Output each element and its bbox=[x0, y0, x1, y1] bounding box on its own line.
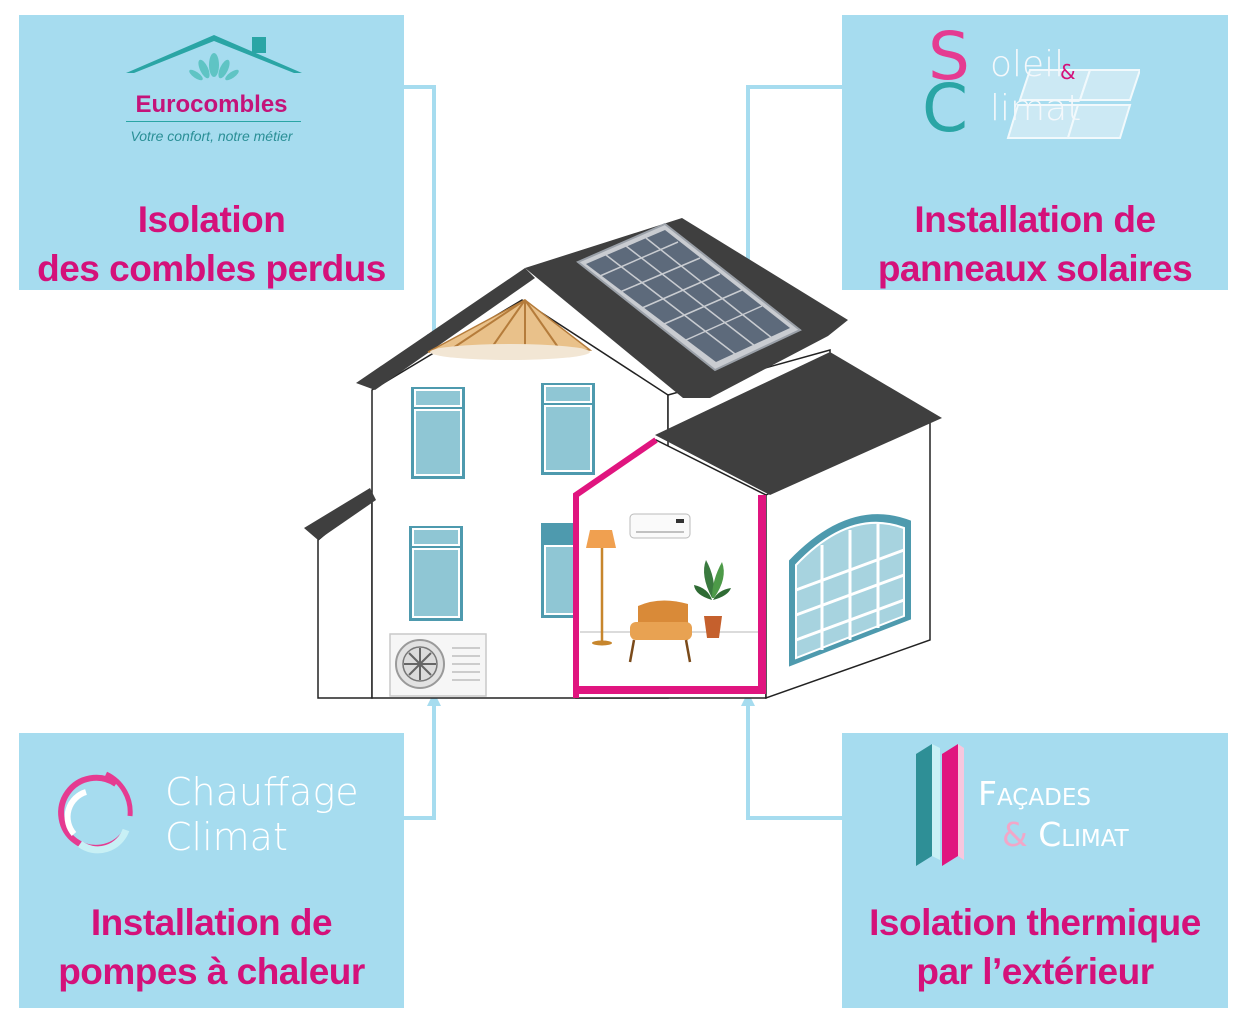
eurocombles-logo-name: Eurocombles bbox=[135, 91, 288, 118]
soleil-climat-initial-c: C bbox=[922, 70, 969, 147]
facades-climat-line-2: & Climat bbox=[1002, 815, 1129, 854]
card-title-line-1: Installation de bbox=[914, 199, 1156, 240]
card-exterior-insulation: Isolation thermique par l’extérieur bbox=[842, 733, 1228, 1008]
soleil-climat-initial-s: S bbox=[928, 18, 970, 95]
swirl-icon bbox=[58, 771, 133, 854]
window-lower-left bbox=[407, 524, 465, 623]
window-upper-left bbox=[409, 385, 467, 481]
solar-panels bbox=[576, 222, 802, 372]
card-title: Isolation thermique par l’extérieur bbox=[842, 898, 1228, 996]
card-title-line-2: pompes à chaleur bbox=[58, 951, 365, 992]
attic-timber bbox=[427, 299, 593, 360]
soleil-climat-line-2: limat bbox=[990, 88, 1082, 129]
air-conditioner bbox=[629, 513, 691, 539]
connector-lines bbox=[404, 85, 842, 820]
room-roof bbox=[655, 352, 942, 495]
chauffage-climat-line-1: Chauffage bbox=[165, 770, 359, 814]
connector-solar bbox=[746, 85, 842, 300]
window-lower-right bbox=[539, 521, 577, 620]
card-heat-pumps: Installation de pompes à chaleur bbox=[19, 733, 404, 1008]
card-solar-panels: Installation de panneaux solaires bbox=[842, 15, 1228, 290]
window-upper-right bbox=[539, 381, 597, 477]
card-title: Installation de panneaux solaires bbox=[842, 195, 1228, 293]
heat-pump-unit bbox=[389, 633, 487, 697]
eurocombles-tagline: Votre confort, notre métier bbox=[130, 128, 293, 144]
solar-panel-icon bbox=[1006, 69, 1140, 139]
soleil-climat-amp: & bbox=[1060, 60, 1076, 84]
arrow-facade bbox=[741, 692, 755, 706]
facades-climat-amp: & bbox=[1002, 815, 1028, 854]
card-title-line-2: par l’extérieur bbox=[916, 951, 1154, 992]
arched-window bbox=[787, 512, 913, 670]
left-lower-roof bbox=[304, 488, 376, 540]
card-title-line-2: des combles perdus bbox=[37, 248, 386, 289]
card-attic-insulation: Eurocombles Votre confort, notre métier … bbox=[19, 15, 404, 290]
potted-plant bbox=[694, 560, 731, 638]
facades-climat-line-2-text: Climat bbox=[1038, 815, 1129, 854]
main-roof-left bbox=[356, 268, 535, 390]
card-title-line-1: Installation de bbox=[90, 902, 333, 943]
chauffage-climat-line-2: Climat bbox=[165, 815, 288, 859]
connector-heat-pump bbox=[404, 702, 436, 820]
facades-climat-line-1: Façades bbox=[978, 774, 1091, 813]
card-title-line-1: Isolation bbox=[137, 199, 286, 240]
roof-lotus-icon bbox=[126, 35, 302, 81]
arrow-heat-pump bbox=[427, 692, 441, 706]
floor-lamp bbox=[586, 530, 616, 646]
connector-insulation-attic bbox=[404, 85, 436, 340]
armchair bbox=[628, 600, 692, 663]
connector-facade bbox=[746, 702, 842, 820]
soleil-climat-line-1: oleil bbox=[990, 44, 1065, 85]
card-title: Isolation des combles perdus bbox=[19, 195, 404, 293]
card-title-line-2: panneaux solaires bbox=[877, 248, 1193, 289]
logo-divider bbox=[126, 121, 301, 122]
interior-room bbox=[573, 437, 766, 698]
windows bbox=[407, 381, 913, 670]
card-title: Installation de pompes à chaleur bbox=[19, 898, 404, 996]
card-title-line-1: Isolation thermique bbox=[869, 902, 1201, 943]
glass-panes-icon bbox=[916, 744, 964, 866]
